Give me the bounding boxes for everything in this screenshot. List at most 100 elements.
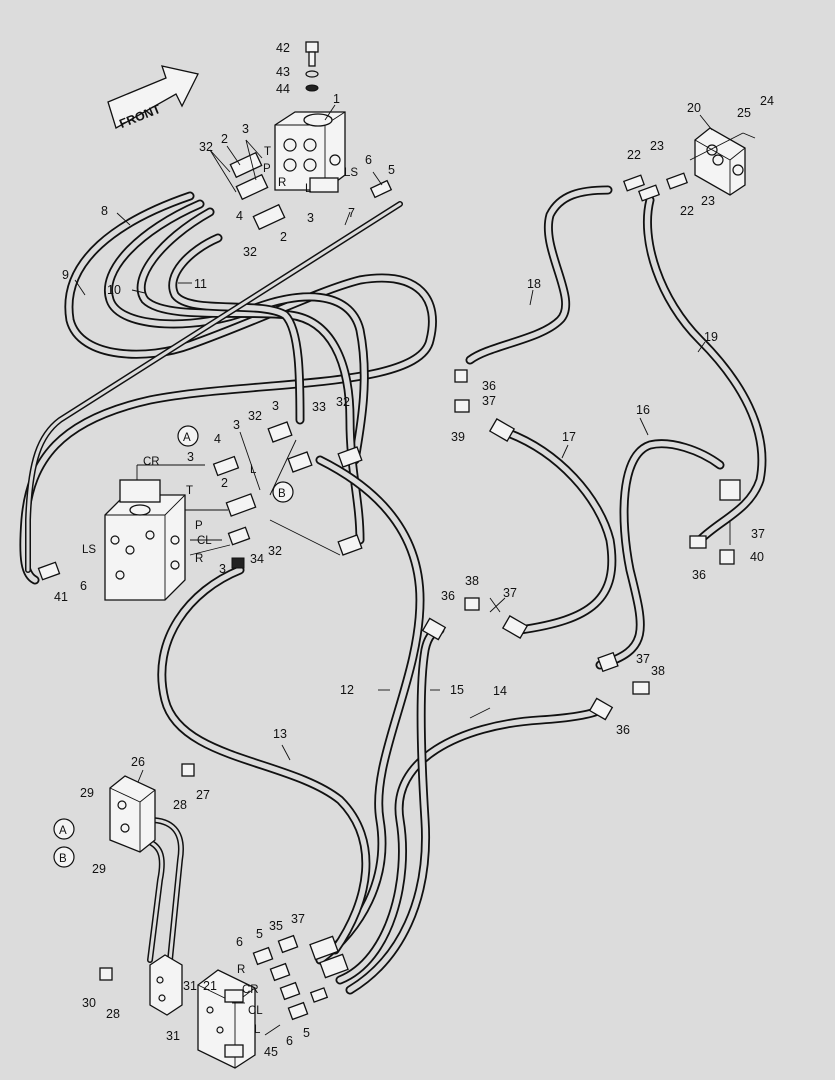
callout: 36 xyxy=(441,589,455,603)
callout: 6 xyxy=(286,1034,293,1048)
callout: 36 xyxy=(616,723,630,737)
marker-a-top: A xyxy=(177,425,199,447)
port-label-orbitrol-t: T xyxy=(264,146,271,158)
hose-17 xyxy=(495,425,617,635)
callout: 32 xyxy=(199,140,213,154)
hose-12 xyxy=(315,455,425,965)
callout: 42 xyxy=(276,41,290,55)
callout: 3 xyxy=(307,211,314,225)
hose-13 xyxy=(157,565,371,955)
callout: 38 xyxy=(465,574,479,588)
callout: 5 xyxy=(303,1026,310,1040)
callout: 32 xyxy=(336,395,350,409)
port-label-lower-l: L xyxy=(254,1024,261,1036)
port-label-valve-ls: LS xyxy=(82,544,96,556)
leader-lines xyxy=(74,104,756,1036)
hose-18 xyxy=(465,185,613,365)
callout: 6 xyxy=(236,935,243,949)
marker-a-bottom: A xyxy=(53,818,75,840)
tube-7 xyxy=(25,201,403,573)
callout: 32 xyxy=(268,544,282,558)
callout: 7 xyxy=(348,206,355,220)
callout: 12 xyxy=(340,683,354,697)
callout: 39 xyxy=(451,430,465,444)
callout: 37 xyxy=(636,652,650,666)
callout: 3 xyxy=(219,562,226,576)
priority-block xyxy=(694,127,746,196)
callout: 4 xyxy=(236,209,243,223)
callout: 15 xyxy=(450,683,464,697)
callout: 20 xyxy=(687,101,701,115)
callout: 21 xyxy=(203,979,217,993)
callout: 14 xyxy=(493,684,507,698)
callout: 29 xyxy=(92,862,106,876)
callout: 26 xyxy=(131,755,145,769)
callout: 6 xyxy=(80,579,87,593)
port-labels: T P R L LS CR T L P CL R LS R CR CL L xyxy=(82,146,358,1036)
port-label-lower-cr: CR xyxy=(242,984,259,996)
port-label-orbitrol-l: L xyxy=(305,183,312,195)
callout: 11 xyxy=(194,277,207,291)
callout: 3 xyxy=(187,450,194,464)
hose-10 xyxy=(136,207,365,545)
callout: 34 xyxy=(250,552,264,566)
callout: 2 xyxy=(221,132,228,146)
callout: 8 xyxy=(101,204,108,218)
port-label-valve-cr: CR xyxy=(143,456,160,468)
block-26 xyxy=(109,775,156,853)
orbitrol-unit xyxy=(274,111,346,193)
marker-a-top-label: A xyxy=(183,432,191,444)
control-valve xyxy=(104,479,186,601)
callout: 3 xyxy=(272,399,279,413)
marker-b-bottom-label: B xyxy=(59,853,67,865)
callout: 13 xyxy=(273,727,287,741)
callout: 45 xyxy=(264,1045,278,1059)
hoses xyxy=(19,185,767,995)
callout: 9 xyxy=(62,268,69,282)
callout: 19 xyxy=(704,330,718,344)
callout: 41 xyxy=(54,590,68,604)
callout: 10 xyxy=(107,283,121,297)
port-label-orbitrol-p: P xyxy=(263,163,271,175)
hose-16 xyxy=(595,439,725,670)
callout: 30 xyxy=(82,996,96,1010)
callout: 1 xyxy=(333,92,340,106)
marker-b-top-label: B xyxy=(278,488,286,500)
callout: 6 xyxy=(365,153,372,167)
callout: 38 xyxy=(651,664,665,678)
marker-b-top: B xyxy=(272,481,294,503)
port-label-orbitrol-ls: LS xyxy=(344,167,358,179)
block-31 xyxy=(149,954,183,1016)
callout: 17 xyxy=(562,430,576,444)
callout: 35 xyxy=(269,919,283,933)
callout: 3 xyxy=(233,418,240,432)
port-label-lower-r: R xyxy=(237,964,245,976)
callout: 40 xyxy=(750,550,764,564)
callout: 37 xyxy=(482,394,496,408)
callout: 28 xyxy=(173,798,187,812)
fittings xyxy=(37,151,741,1058)
callout: 28 xyxy=(106,1007,120,1021)
callout: 23 xyxy=(701,194,715,208)
callout: 2 xyxy=(280,230,287,244)
hose-11 xyxy=(168,233,305,425)
callout: 3 xyxy=(242,122,249,136)
callout: 2 xyxy=(221,476,228,490)
callout: 32 xyxy=(248,409,262,423)
callout: 44 xyxy=(276,82,290,96)
callout: 43 xyxy=(276,65,290,79)
callout: 4 xyxy=(214,432,221,446)
hose-15 xyxy=(345,625,445,995)
callout: 5 xyxy=(256,927,263,941)
callout: 22 xyxy=(627,148,641,162)
callout: 37 xyxy=(291,912,305,926)
callout: 37 xyxy=(751,527,765,541)
callout: 31 xyxy=(183,979,197,993)
port-label-orbitrol-r: R xyxy=(278,177,286,189)
callout: 18 xyxy=(527,277,541,291)
bolt-stack xyxy=(305,41,319,92)
callout: 29 xyxy=(80,786,94,800)
port-label-valve-cl: CL xyxy=(197,535,212,547)
